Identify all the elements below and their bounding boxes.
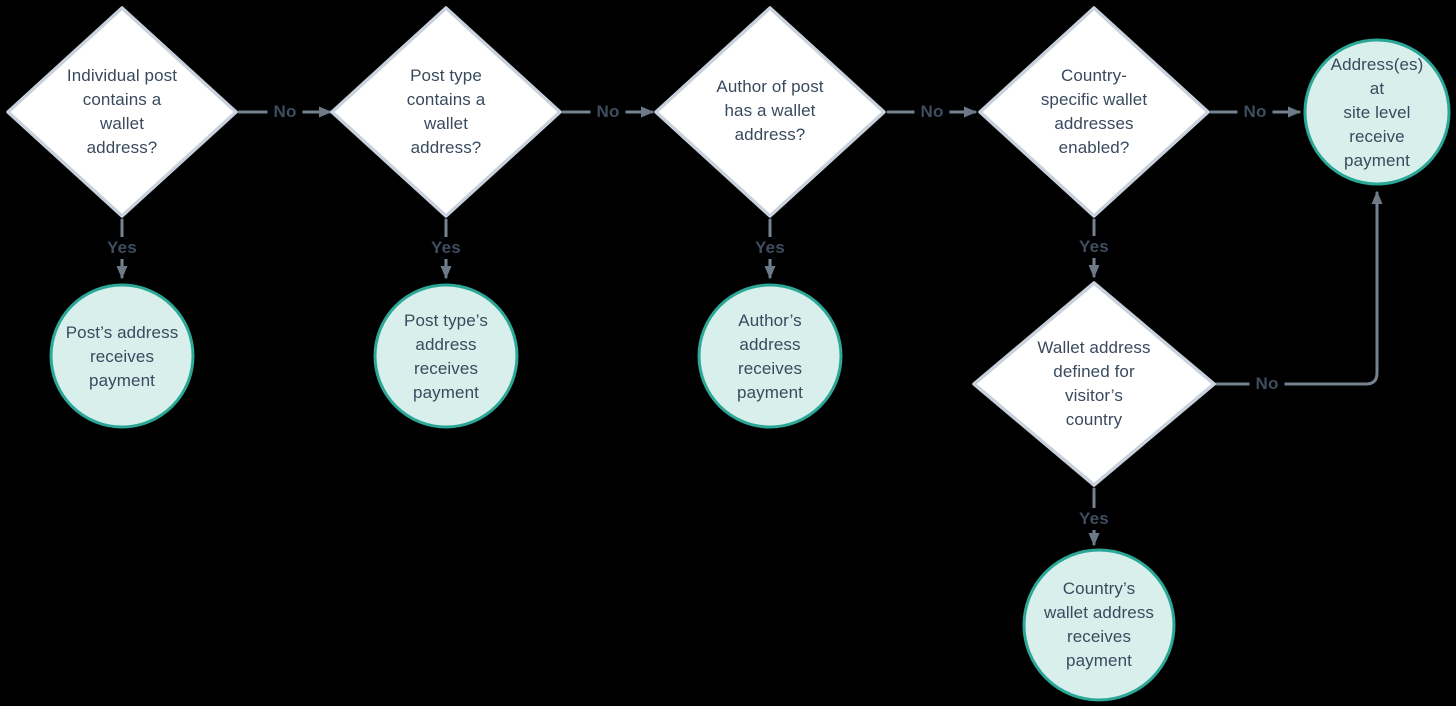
edge-label-visitor-country-no: No [1249,373,1285,395]
edge-label-visitor-country-yes: Yes [1073,508,1115,530]
decision-individual-post-label: Individual post contains a wallet addres… [66,66,178,157]
outcome-country-address [1022,548,1176,702]
decision-author [654,6,886,218]
outcome-country-address-label: Country’s wallet address receives paymen… [1043,579,1155,670]
decision-visitor-country-label: Wallet address defined for visitor’s cou… [1037,338,1151,429]
outcome-author-address-label: Author’s address receives payment [737,311,803,402]
edge-label-individual-no: No [267,101,303,123]
edge-label-post-type-yes: Yes [425,237,467,259]
outcome-post-type-address-label: Post type’s address receives payment [404,311,488,402]
outcome-author-address [697,283,843,429]
edge-label-author-yes: Yes [749,237,791,259]
decision-author-label: Author of post has a wallet address? [716,77,824,144]
outcome-site-address-label: Address(es) at site level receive paymen… [1330,55,1424,170]
decision-country-enabled-label: Country- specific wallet addresses enabl… [1040,66,1148,157]
edge-label-individual-yes: Yes [101,237,143,259]
decision-post-type [330,6,562,218]
edge-label-country-enabled-yes: Yes [1073,236,1115,258]
outcome-post-address [49,283,195,429]
edge-label-author-no: No [914,101,950,123]
decision-country-enabled [978,6,1210,218]
decision-post-type-label: Post type contains a wallet address? [406,66,486,157]
outcome-post-type-address [373,283,519,429]
edge-label-post-type-no: No [590,101,626,123]
decision-individual-post [6,6,238,218]
outcome-post-address-label: Post’s address receives payment [65,323,179,390]
decision-visitor-country [972,281,1216,487]
outcome-site-address [1303,38,1451,186]
edge-visitor-country-no [1210,191,1383,386]
edge-label-country-enabled-no: No [1237,101,1273,123]
